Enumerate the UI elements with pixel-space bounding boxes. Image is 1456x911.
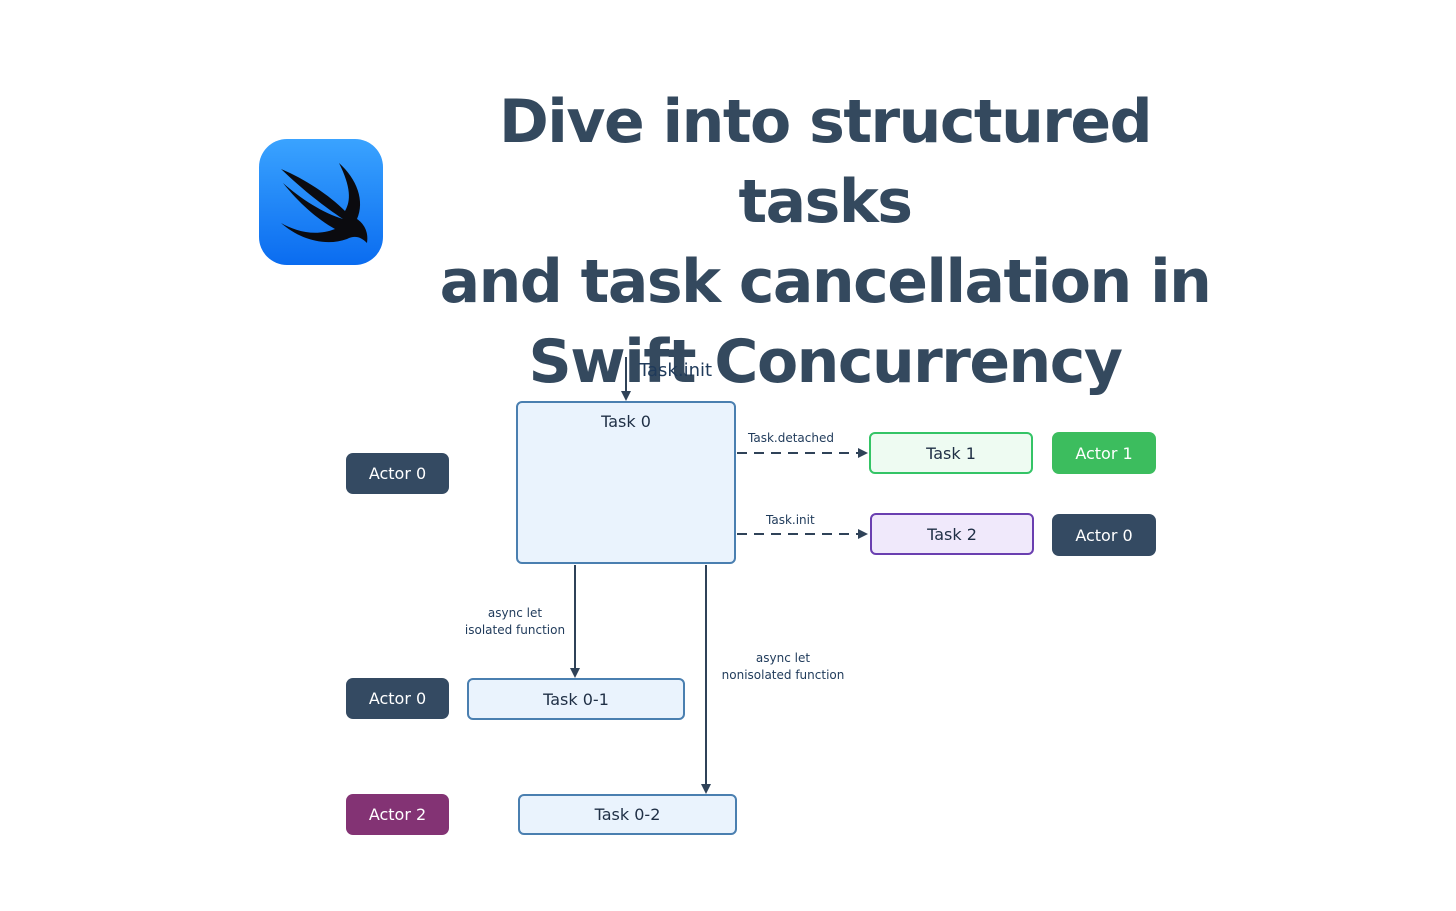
page-title: Dive into structured tasks and task canc… xyxy=(420,82,1230,402)
title-line-1: Dive into structured tasks xyxy=(498,87,1153,237)
task-0-label: Task 0 xyxy=(601,412,651,431)
task-2-box: Task 2 xyxy=(870,513,1034,555)
actor-0-task01-label: Actor 0 xyxy=(368,689,427,708)
actor-1-label: Actor 1 xyxy=(1075,443,1133,463)
task-0-2-box: Task 0-2 xyxy=(518,794,737,835)
actor-0-task01-badge: Actor 0 xyxy=(346,678,449,719)
actor-0-main-label: Actor 0 xyxy=(368,464,427,483)
actor-1-badge: Actor 1 xyxy=(1052,432,1156,474)
task-2-label: Task 2 xyxy=(927,524,977,544)
swift-bird-icon xyxy=(259,139,383,265)
task-0-2-label: Task 0-2 xyxy=(594,805,661,824)
task-1-label: Task 1 xyxy=(926,443,976,463)
label-task-detached: Task.detached xyxy=(748,431,834,445)
actor-2-label: Actor 2 xyxy=(368,805,427,824)
actor-0-task2-label: Actor 0 xyxy=(1075,525,1133,545)
title-line-3: Swift Concurrency xyxy=(528,327,1123,397)
label-async-nonisolated: async let nonisolated function xyxy=(718,650,848,684)
actor-0-task2-badge: Actor 0 xyxy=(1052,514,1156,556)
task-1-box: Task 1 xyxy=(869,432,1033,474)
task-0-1-label: Task 0-1 xyxy=(543,689,609,709)
label-task-init-2: Task.init xyxy=(766,513,815,527)
label-async-isolated-line1: async let xyxy=(487,606,543,620)
swift-logo xyxy=(259,139,383,265)
task-0-1-box: Task 0-1 xyxy=(467,678,685,720)
label-async-nonisolated-line2: nonisolated function xyxy=(721,668,845,682)
task-0-box: Task 0 xyxy=(516,401,736,564)
label-task-init-top: Task.init xyxy=(639,360,713,381)
label-async-isolated-line2: isolated function xyxy=(464,623,566,637)
actor-0-main-badge: Actor 0 xyxy=(346,453,449,494)
title-line-2: and task cancellation in xyxy=(439,247,1212,317)
label-async-nonisolated-line1: async let xyxy=(755,651,811,665)
actor-2-badge: Actor 2 xyxy=(346,794,449,835)
label-async-isolated: async let isolated function xyxy=(460,605,570,639)
